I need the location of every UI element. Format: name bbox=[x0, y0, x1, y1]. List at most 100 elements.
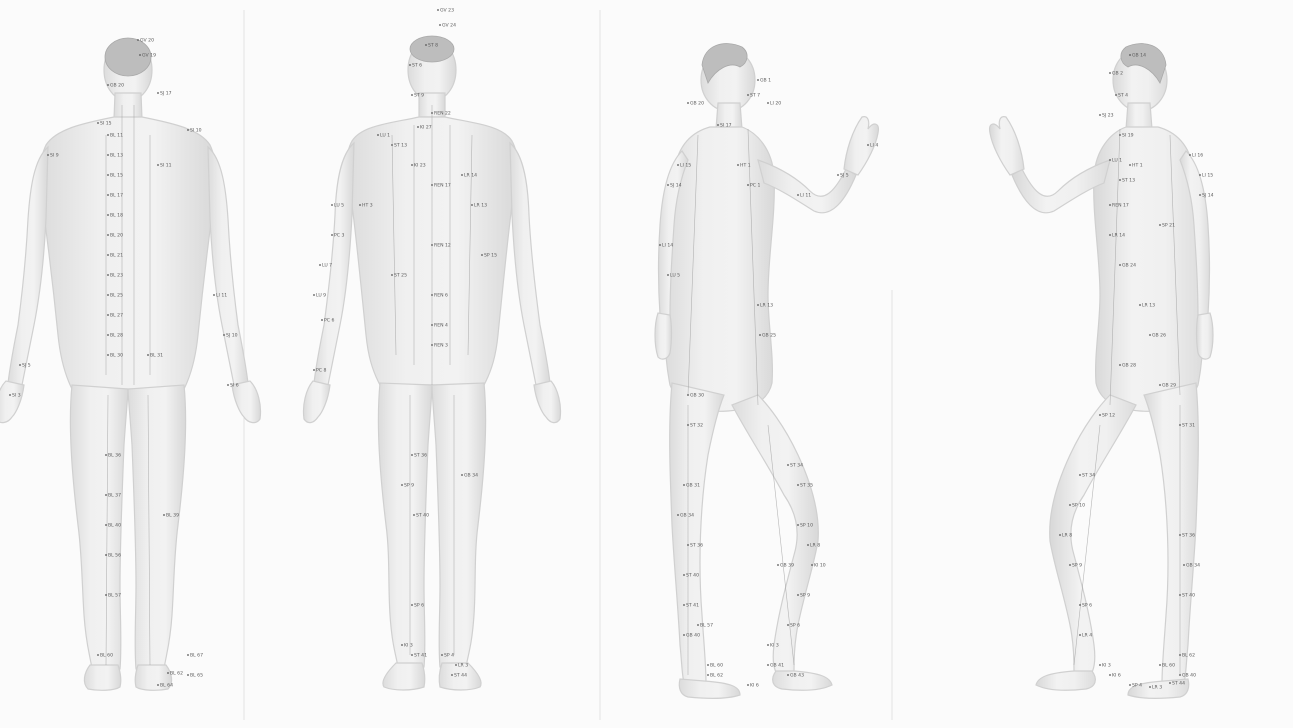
acupoint-dot bbox=[787, 624, 789, 626]
acupoint-label: KI 27 bbox=[420, 125, 432, 131]
acupoint-dot bbox=[737, 164, 739, 166]
acupoint-dot bbox=[97, 654, 99, 656]
acupoint-dot bbox=[431, 324, 433, 326]
acupoint-dot bbox=[187, 654, 189, 656]
acupoint-dot bbox=[757, 304, 759, 306]
acupoint-dot bbox=[461, 174, 463, 176]
acupoint-label: GB 14 bbox=[1132, 53, 1146, 59]
acupoint-label: SJ 23 bbox=[1102, 113, 1114, 119]
acupoint-dot bbox=[223, 334, 225, 336]
acupoint-label: LI 11 bbox=[216, 293, 227, 299]
acupoint-label: ST 13 bbox=[394, 143, 407, 149]
acupoint-dot bbox=[1109, 234, 1111, 236]
acupoint-dot bbox=[19, 364, 21, 366]
acupoint-label: KI 10 bbox=[814, 563, 826, 569]
acupoint-dot bbox=[107, 294, 109, 296]
acupoint-label: LU 7 bbox=[322, 263, 332, 269]
acupoint-dot bbox=[1079, 634, 1081, 636]
acupoint-label: ST 34 bbox=[1082, 473, 1095, 479]
acupoint-dot bbox=[687, 544, 689, 546]
acupoint-dot bbox=[105, 554, 107, 556]
acupoint-label: ST 4 bbox=[1118, 93, 1128, 99]
acupoint-dot bbox=[451, 674, 453, 676]
acupoint-dot bbox=[331, 204, 333, 206]
figure-side-left-view: GB 1ST 7LI 20GB 20SI 17LI 15SJ 14HT 1LI … bbox=[655, 44, 878, 699]
acupoint-dot bbox=[107, 354, 109, 356]
acupoint-label: LU 5 bbox=[670, 273, 680, 279]
acupoint-dot bbox=[747, 94, 749, 96]
acupoint-dot bbox=[677, 514, 679, 516]
acupoint-dot bbox=[107, 234, 109, 236]
acupoint-label: SP 6 bbox=[1082, 603, 1092, 609]
acupoint-dot bbox=[837, 174, 839, 176]
acupoint-dot bbox=[777, 564, 779, 566]
acupoint-label: LU 1 bbox=[1112, 158, 1122, 164]
acupoint-dot bbox=[683, 634, 685, 636]
acupoint-dot bbox=[455, 664, 457, 666]
acupoint-label: GB 34 bbox=[680, 513, 694, 519]
acupoint-label: BL 60 bbox=[710, 663, 723, 669]
acupoint-label: BL 18 bbox=[110, 213, 123, 219]
acupoint-dot bbox=[707, 664, 709, 666]
acupoint-dot bbox=[1139, 304, 1141, 306]
acupoint-label: ST 13 bbox=[1122, 178, 1135, 184]
acupoint-label: SP 12 bbox=[1102, 413, 1115, 419]
acupoint-label: SP 6 bbox=[790, 623, 800, 629]
acupoint-dot bbox=[187, 674, 189, 676]
acupoint-dot bbox=[1109, 204, 1111, 206]
acupoint-dot bbox=[107, 214, 109, 216]
acupoint-dot bbox=[1115, 94, 1117, 96]
acupoint-label: BL 62 bbox=[710, 673, 723, 679]
acupoint-label: SJ 5 bbox=[22, 363, 31, 369]
acupoint-label: REN 17 bbox=[1112, 203, 1129, 209]
acupoint-label: ST 36 bbox=[1182, 533, 1195, 539]
acupoint-dot bbox=[1099, 664, 1101, 666]
acupoint-label: LI 14 bbox=[662, 243, 673, 249]
acupoint-label: HT 3 bbox=[362, 203, 373, 209]
acupoint-label: SJ 17 bbox=[160, 91, 172, 97]
acupoint-dot bbox=[187, 129, 189, 131]
acupoint-label: BL 20 bbox=[110, 233, 123, 239]
acupoint-label: BL 27 bbox=[110, 313, 123, 319]
acupoint-dot bbox=[377, 134, 379, 136]
acupoint-label: SI 11 bbox=[160, 163, 172, 169]
acupoint-dot bbox=[213, 294, 215, 296]
acupoint-label: SJ 10 bbox=[226, 333, 238, 339]
acupoint-dot bbox=[139, 54, 141, 56]
acupoint-label: LI 4 bbox=[870, 143, 878, 149]
acupoint-dot bbox=[417, 126, 419, 128]
acupoint-dot bbox=[401, 484, 403, 486]
acupoint-label: REN 17 bbox=[434, 183, 451, 189]
acupoint-dot bbox=[1119, 179, 1121, 181]
acupoint-dot bbox=[1109, 674, 1111, 676]
acupoint-dot bbox=[687, 394, 689, 396]
acupoint-dot bbox=[409, 64, 411, 66]
acupoint-label: LR 3 bbox=[1152, 685, 1162, 691]
acupoint-label: GB 29 bbox=[1162, 383, 1176, 389]
acupoint-label: GV 19 bbox=[142, 53, 156, 59]
acupoint-label: HT 1 bbox=[1132, 163, 1143, 169]
acupoint-dot bbox=[107, 154, 109, 156]
acupoint-label: BL 36 bbox=[108, 453, 121, 459]
acupoint-dot bbox=[687, 424, 689, 426]
acupoint-dot bbox=[687, 102, 689, 104]
acupoint-dot bbox=[319, 264, 321, 266]
acupoint-label: SJ 14 bbox=[670, 183, 682, 189]
acupoint-dot bbox=[359, 204, 361, 206]
figure-side-right-view: GB 2ST 4GB 14SJ 23SI 19LI 16LI 15SJ 14HT… bbox=[990, 44, 1214, 699]
acupoint-dot bbox=[797, 594, 799, 596]
acupoint-label: LR 8 bbox=[1062, 533, 1072, 539]
acupoint-label: GB 39 bbox=[780, 563, 794, 569]
acupoint-dot bbox=[747, 184, 749, 186]
acupoint-label: LU 9 bbox=[316, 293, 326, 299]
acupoint-label: KI 6 bbox=[1112, 673, 1121, 679]
acupoint-label: ST 9 bbox=[414, 93, 424, 99]
acupoint-dot bbox=[767, 644, 769, 646]
acupoint-label: GB 20 bbox=[110, 83, 124, 89]
acupoint-label: KI 6 bbox=[750, 683, 759, 689]
acupoint-label: KI 3 bbox=[770, 643, 779, 649]
acupoint-label: LR 14 bbox=[464, 173, 477, 179]
acupoint-dot bbox=[767, 102, 769, 104]
acupoint-label: SP 4 bbox=[1132, 683, 1142, 689]
acupoint-label: ST 41 bbox=[686, 603, 699, 609]
